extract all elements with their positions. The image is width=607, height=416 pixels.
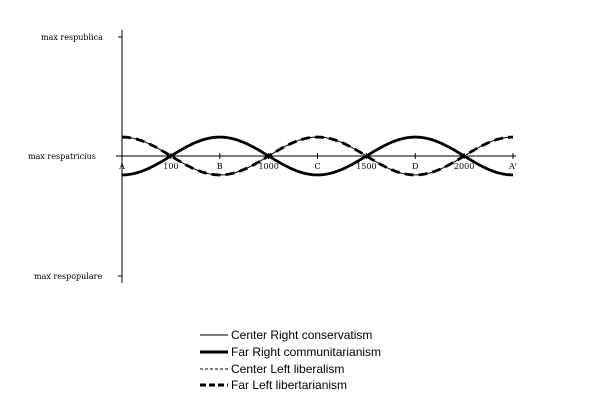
x-tick-label: A' [508, 162, 517, 171]
x-tick-label: D [412, 162, 418, 171]
legend-label-center-left: Center Left liberalism [231, 362, 344, 376]
x-tick-label: 100 [163, 162, 178, 171]
x-tick-label: C [314, 162, 320, 171]
legend-label-far-right: Far Right communitarianism [231, 345, 381, 359]
legend-label-far-left: Far Left libertarianism [231, 378, 347, 392]
series-line-2 [121, 136, 514, 176]
x-tick-label: A [118, 162, 125, 171]
x-tick-label: 1000 [258, 162, 278, 171]
x-tick-label: B [217, 162, 223, 171]
y-tick-label-bottom: max respopulare [34, 272, 102, 281]
x-tick-label: 2000 [454, 162, 474, 171]
x-ticks: A 100 B 1000 C 1500 D 2000 A' [118, 153, 517, 171]
series-line-3 [121, 135, 514, 177]
y-tick-label-top: max respublica [41, 33, 103, 42]
y-tick-label-middle: max respatricius [28, 152, 96, 161]
legend-label-center-right: Center Right conservatism [231, 328, 372, 342]
series-group [121, 135, 514, 177]
x-tick-label: 1500 [356, 162, 376, 171]
legend: Center Right conservatism Far Right comm… [200, 328, 381, 392]
